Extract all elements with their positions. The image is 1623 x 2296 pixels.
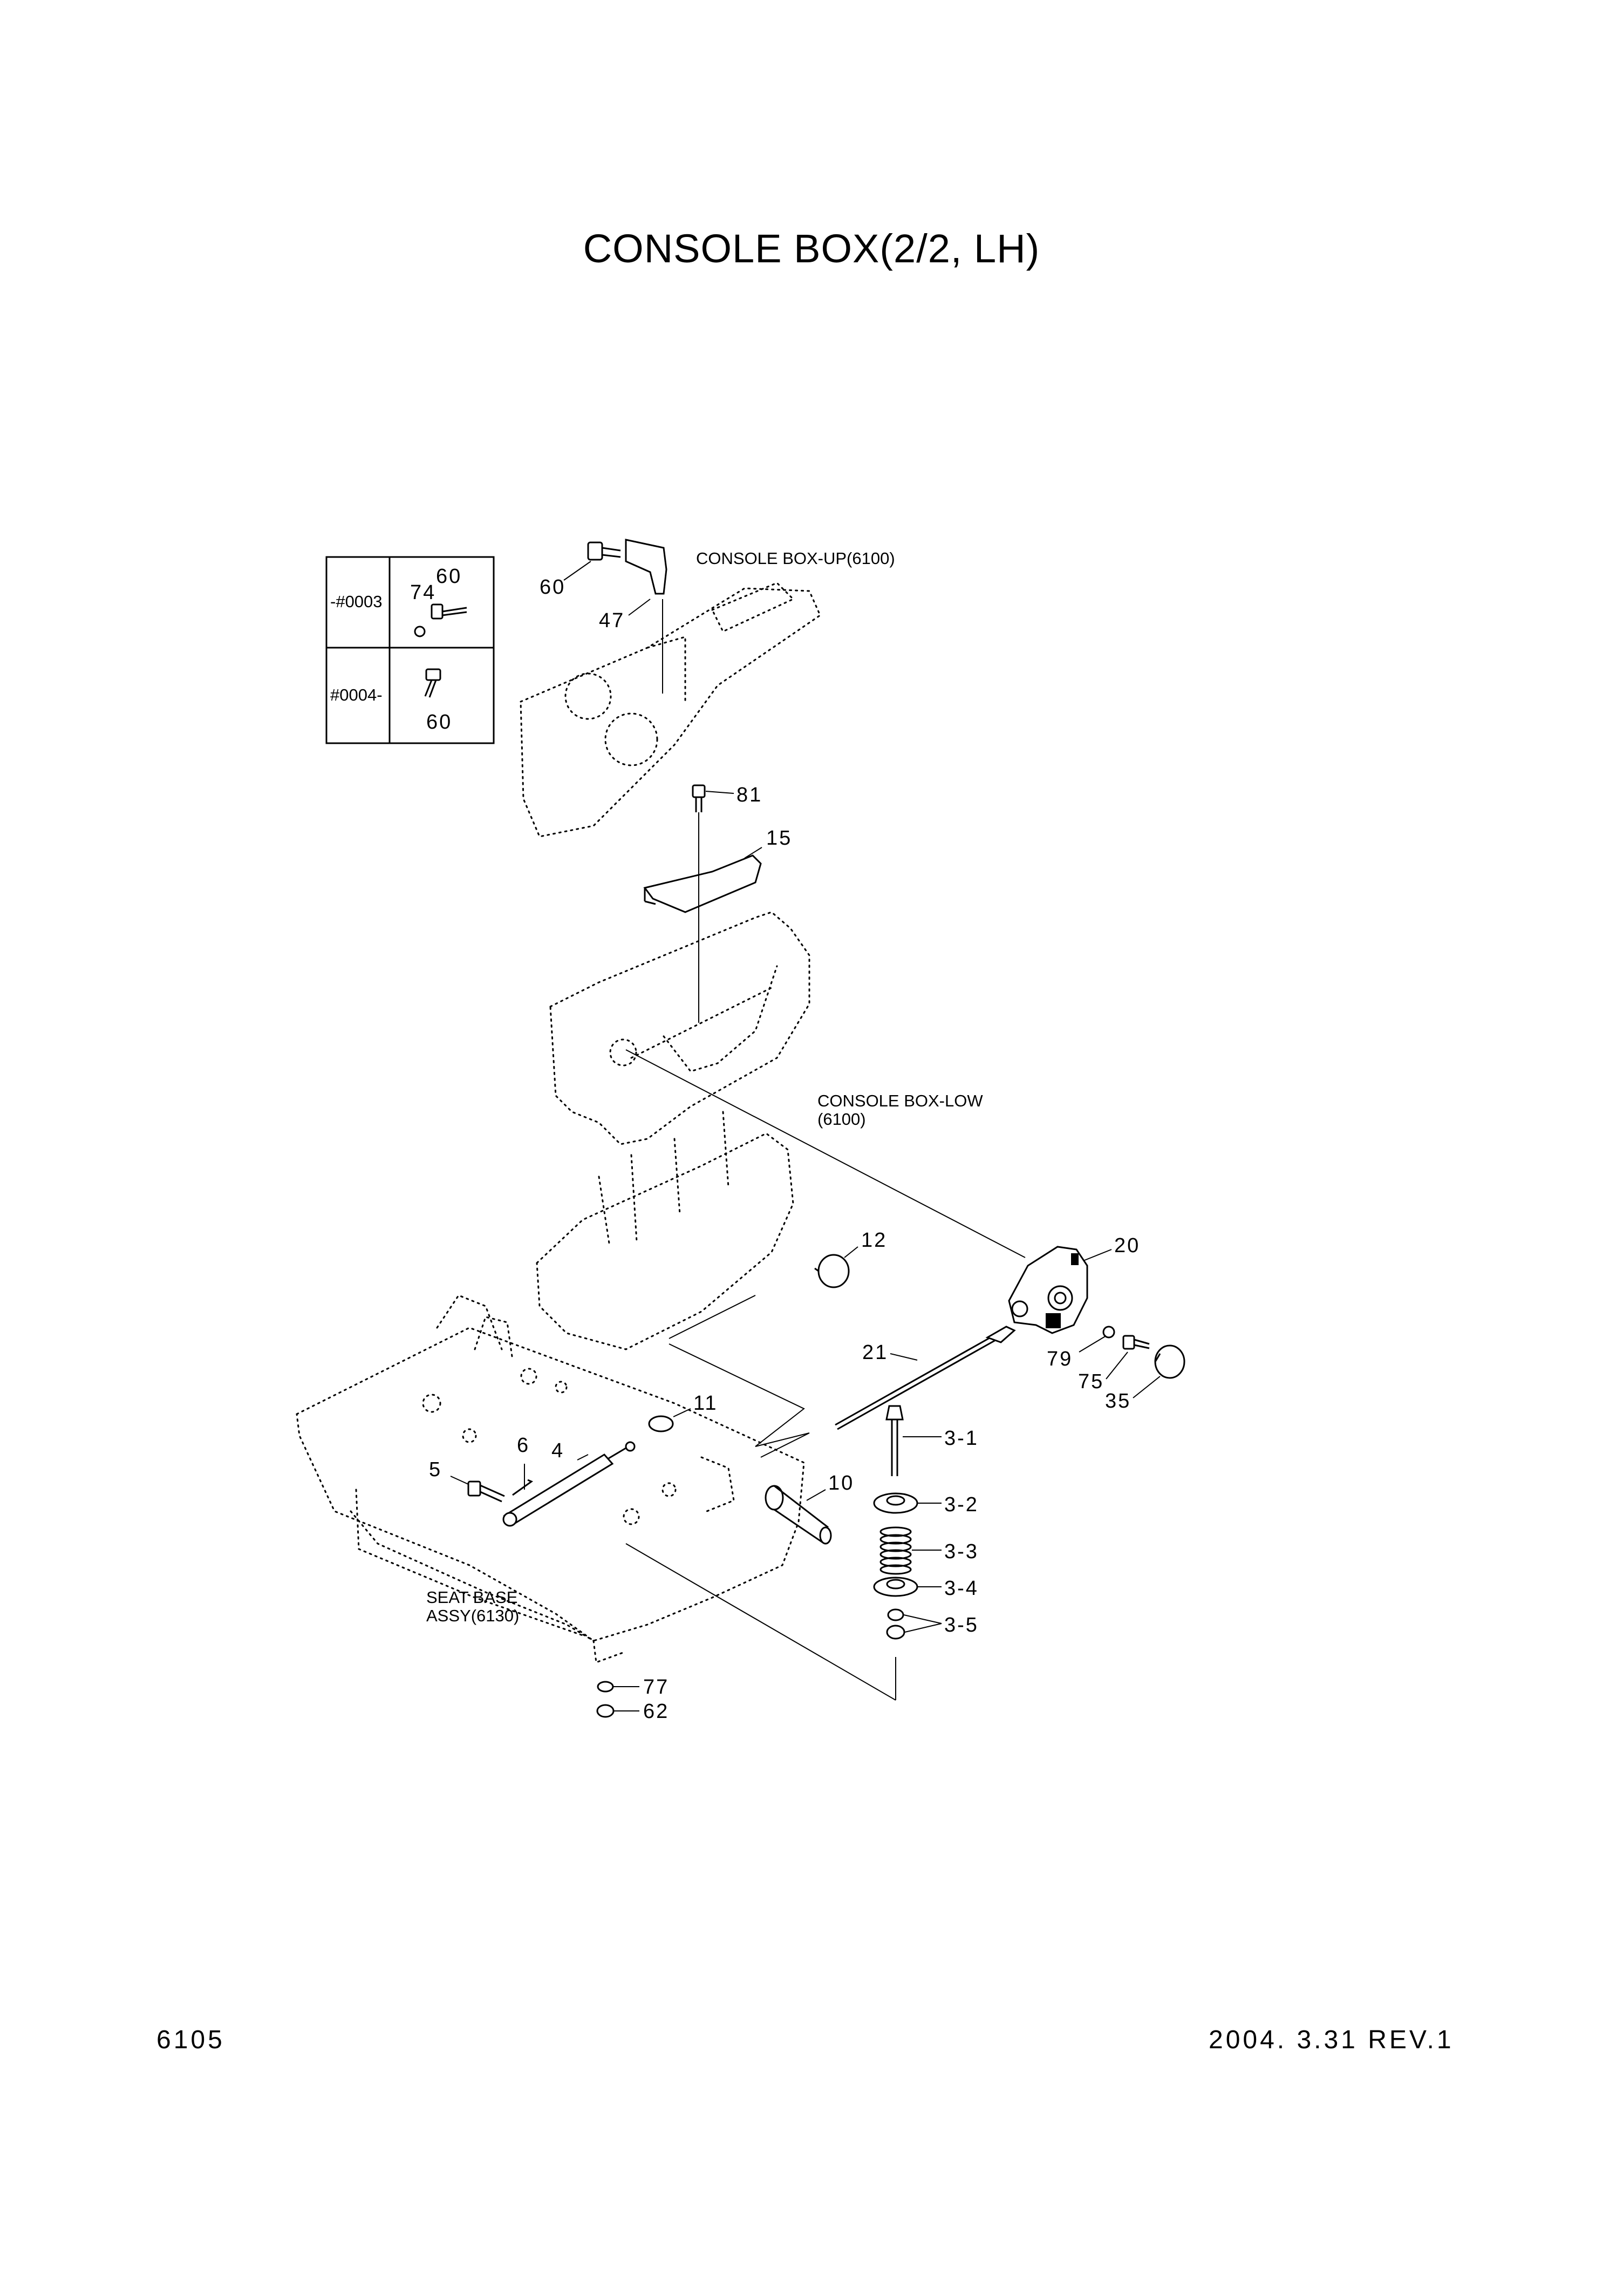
bolt-3-1 [885,1405,904,1476]
washer-79 [1102,1326,1115,1339]
bolt-icon [424,668,441,698]
washer-77 [597,1681,614,1693]
callout-10: 10 [828,1472,854,1495]
callout-21: 21 [862,1341,888,1364]
revision-date: 2004. 3.31 REV.1 [1209,2026,1454,2054]
callout-3-5: 3-5 [944,1614,979,1636]
seat-base-label-line1: SEAT BASE [426,1588,517,1607]
console-box-low-label-line2: (6100) [817,1110,866,1129]
console-box-up-label: CONSOLE BOX-UP(6100) [696,549,895,568]
callout-11: 11 [693,1392,718,1415]
serial-row-1-part-a: 60 [436,565,462,588]
callout-60: 60 [540,576,565,599]
bolt-60 [587,541,621,561]
callout-20: 20 [1114,1234,1140,1257]
nut-62 [596,1704,615,1718]
callout-79: 79 [1047,1348,1073,1370]
callout-6: 6 [517,1434,530,1457]
nut-3-5 [886,1608,905,1640]
console-box-low-label-line1: CONSOLE BOX-LOW [817,1091,983,1110]
bolt-81 [692,784,706,812]
serial-row-2-part: 60 [426,711,452,733]
serial-row-2-label: #0004- [330,685,383,704]
gas-spring-4 [502,1441,636,1527]
callout-3-2: 3-2 [944,1493,979,1516]
ring-11 [648,1415,674,1432]
callout-77: 77 [643,1676,669,1699]
console-box-upper [520,582,821,838]
callout-3-1: 3-1 [944,1427,979,1450]
cap-12 [814,1254,850,1288]
bolt-5 [467,1480,505,1503]
serial-row-1-part-b: 74 [410,581,436,604]
callout-62: 62 [643,1700,669,1723]
seat-base-assy [296,1294,805,1664]
callout-47: 47 [599,609,625,632]
callout-12: 12 [861,1229,887,1252]
mount-3-2 [873,1492,918,1514]
page-number: 6105 [156,2026,225,2054]
callout-35: 35 [1105,1390,1131,1412]
bolt-icon [431,603,467,620]
mount-3-4 [873,1577,918,1597]
washer-icon [414,626,426,637]
callout-81: 81 [737,784,762,806]
callout-3-3: 3-3 [944,1540,979,1563]
console-box-lower [536,911,810,1350]
plate-15 [643,854,762,913]
callout-3-4: 3-4 [944,1577,979,1600]
seat-base-label-line2: ASSY(6130) [426,1606,519,1625]
callout-15: 15 [766,827,792,850]
serial-row-1-label: -#0003 [330,592,383,611]
lever-20 [1008,1246,1088,1334]
rod-21 [835,1326,1016,1430]
callout-4: 4 [551,1439,564,1462]
spring-3-3 [879,1526,912,1575]
screw-75 [1122,1335,1150,1350]
page-title: CONSOLE BOX(2/2, LH) [583,226,1040,271]
serial-table: -#0003 60 74 #0004- 60 [325,556,495,744]
callout-5: 5 [429,1458,442,1481]
pin-6 [512,1479,534,1496]
callout-75: 75 [1078,1370,1104,1393]
pin-10 [765,1485,832,1545]
knob-47 [625,539,667,595]
cap-35 [1154,1344,1185,1379]
